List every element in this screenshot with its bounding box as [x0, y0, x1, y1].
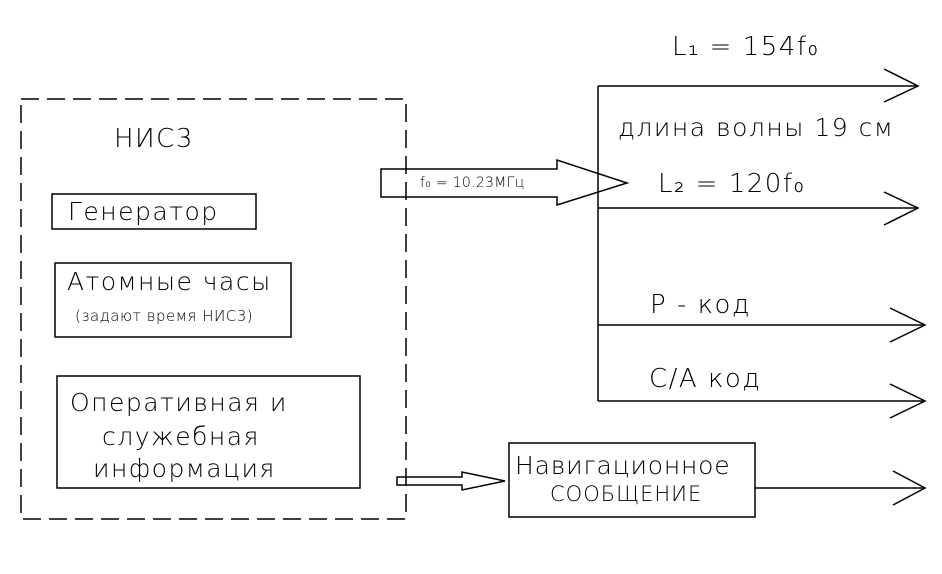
ca-code-arrowhead [889, 383, 927, 419]
atomic-clock-sublabel: (задают время НИС3) [75, 307, 254, 325]
info-label-line2: служебная [102, 422, 260, 451]
generator-label: Генератор [68, 197, 219, 226]
l1-label: L₁ = 154f₀ [672, 32, 820, 62]
frequency-arrow [380, 158, 630, 207]
nav-message-line2: сообщение [550, 482, 703, 506]
frequency-label: f₀ = 10.23МГц [420, 175, 525, 191]
atomic-clock-label: Атомные часы [67, 267, 272, 296]
satellite-boundary [20, 98, 407, 520]
nav-message-box [508, 442, 756, 518]
l1-arrowhead [883, 68, 920, 103]
info-label-line3: информация [93, 454, 276, 483]
satellite-title: НИС3 [114, 124, 194, 154]
operational-info-box [56, 375, 361, 489]
generator-box [51, 193, 257, 230]
p-code-arrowhead [889, 307, 927, 343]
p-code-label: P - код [650, 290, 752, 320]
info-label-line1: Оперативная и [70, 388, 288, 417]
nav-message-line1: Навигационное [515, 451, 731, 480]
info-to-nav-arrow [396, 471, 506, 491]
l2-label: L₂ = 120f₀ [658, 169, 806, 199]
ca-code-label: C/A код [649, 364, 762, 394]
l2-arrowhead [883, 191, 920, 226]
nav-output-arrowhead [892, 470, 927, 506]
atomic-clock-box [54, 262, 292, 338]
wavelength-label: длина волны 19 см [618, 113, 895, 142]
